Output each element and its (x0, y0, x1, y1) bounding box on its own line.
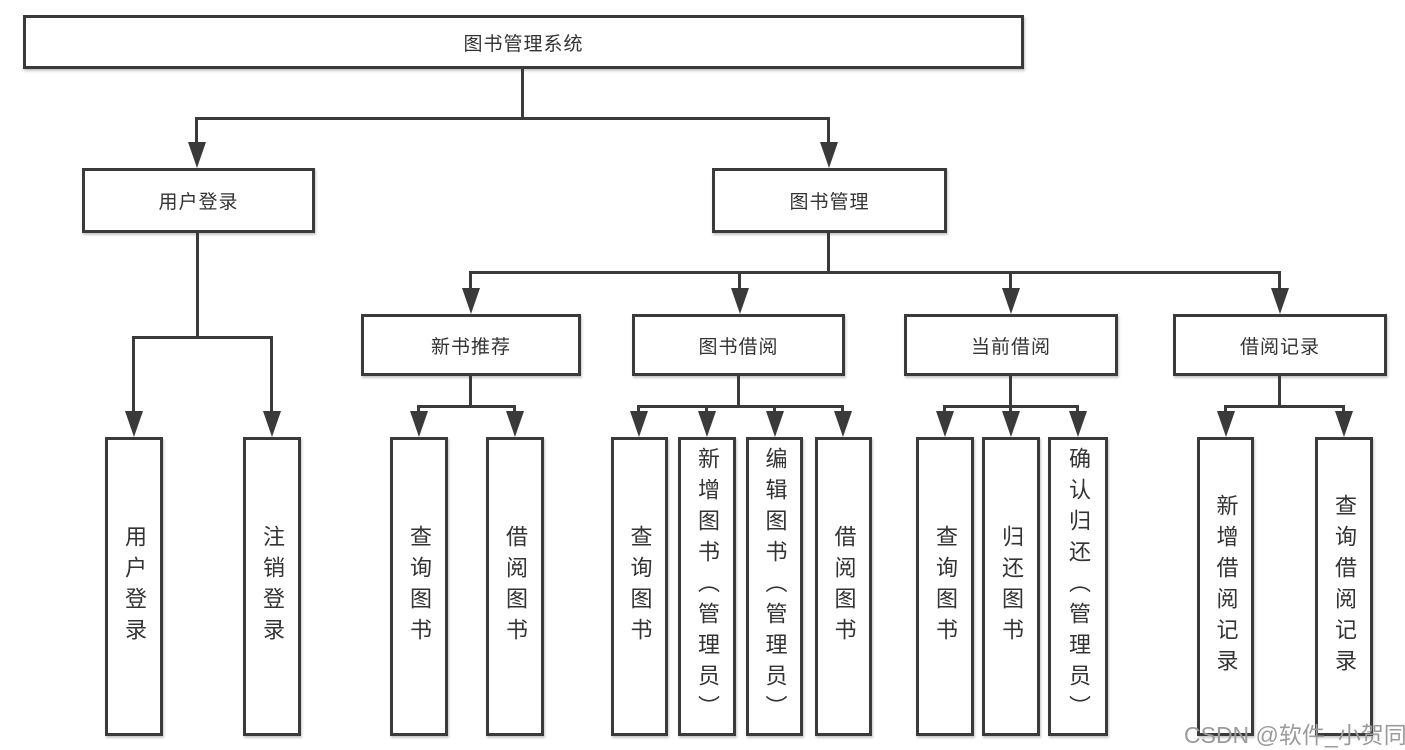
node-br-add-record: 新增借阅记录 (1197, 437, 1254, 736)
node-book-borrow: 图书借阅 (632, 314, 845, 376)
node-book-mgmt: 图书管理 (712, 168, 947, 233)
arrow-down-icon (630, 411, 648, 437)
connector-cb-bar (945, 405, 1079, 408)
node-book-borrow-label: 图书借阅 (698, 336, 779, 358)
arrow-down-icon (766, 411, 784, 437)
node-bb-add-book: 新增图书（管理员） (678, 437, 736, 736)
node-bb-edit-book: 编辑图书（管理员） (746, 437, 803, 736)
connector-nb-drop (417, 405, 420, 415)
node-user-login-label: 用户登录 (122, 524, 147, 649)
arrow-down-icon (1069, 411, 1087, 437)
node-br-add-record-label: 新增借阅记录 (1213, 493, 1239, 680)
connector-root-right-drop (827, 117, 830, 145)
connector-mgmt-stem (827, 233, 830, 273)
node-cb-return-book-label: 归还图书 (999, 524, 1024, 649)
connector-br-stem (1278, 376, 1281, 407)
connector-br-bar (1226, 405, 1345, 408)
node-login-group-label: 用户登录 (158, 192, 239, 213)
arrow-down-icon (731, 288, 749, 314)
node-logout-login-label: 注销登录 (260, 524, 285, 649)
node-root: 图书管理系统 (23, 15, 1024, 69)
node-login-group: 用户登录 (82, 168, 315, 233)
connector-cb-drop (1009, 405, 1012, 415)
connector-mgmt-drop (469, 271, 472, 291)
connector-bb-drop (705, 405, 708, 415)
connector-nb-drop (513, 405, 516, 415)
node-cb-confirm-return-label: 确认归还（管理员） (1066, 447, 1091, 726)
node-borrow-record-label: 借阅记录 (1239, 336, 1320, 358)
node-nb-query-book: 查询图书 (390, 437, 448, 736)
node-cb-query-book: 查询图书 (916, 437, 974, 736)
connector-login-left-drop (132, 336, 135, 413)
arrow-down-icon (1335, 411, 1353, 437)
connector-root-bar (197, 117, 830, 120)
node-cb-query-book-label: 查询图书 (933, 524, 958, 649)
node-borrow-record: 借阅记录 (1173, 314, 1387, 376)
node-nb-borrow-book-label: 借阅图书 (503, 524, 528, 649)
connector-br-drop (1342, 405, 1345, 415)
arrow-down-icon (1217, 411, 1235, 437)
node-br-query-record: 查询借阅记录 (1315, 437, 1373, 736)
connector-root-left-drop (195, 117, 198, 145)
arrow-down-icon (1002, 288, 1020, 314)
node-bb-query-book: 查询图书 (611, 437, 668, 736)
connector-mgmt-drop (738, 271, 741, 291)
connector-mgmt-drop (1278, 271, 1281, 291)
arrow-down-icon (820, 142, 838, 168)
node-new-book-rec-label: 新书推荐 (430, 336, 511, 358)
node-bb-borrow-book-label: 借阅图书 (831, 524, 857, 649)
csdn-watermark: CSDN @软件_小贺同学 (1184, 722, 1405, 748)
connector-cb-drop (943, 405, 946, 415)
arrow-down-icon (263, 411, 281, 437)
node-current-borrow: 当前借阅 (904, 314, 1118, 376)
arrow-down-icon (936, 411, 954, 437)
node-bb-borrow-book: 借阅图书 (815, 437, 872, 736)
node-user-login: 用户登录 (105, 437, 163, 736)
node-bb-query-book-label: 查询图书 (627, 524, 653, 649)
connector-login-stem (196, 233, 199, 338)
arrow-down-icon (462, 288, 480, 314)
node-book-mgmt-label: 图书管理 (789, 192, 870, 213)
node-nb-query-book-label: 查询图书 (407, 524, 432, 649)
arrow-down-icon (1002, 411, 1020, 437)
connector-bb-drop (773, 405, 776, 415)
connector-bb-drop (841, 405, 844, 415)
node-cb-return-book: 归还图书 (982, 437, 1040, 736)
connector-login-bar (134, 336, 273, 339)
connector-login-right-drop (270, 336, 273, 413)
connector-cb-stem (1009, 376, 1012, 407)
connector-bb-bar (639, 405, 844, 408)
arrow-down-icon (834, 411, 852, 437)
connector-br-drop (1224, 405, 1227, 415)
arrow-down-icon (506, 411, 524, 437)
connector-mgmt-drop (1009, 271, 1012, 291)
arrow-down-icon (1271, 288, 1289, 314)
node-bb-add-book-label: 新增图书（管理员） (695, 447, 720, 726)
node-root-label: 图书管理系统 (463, 33, 584, 55)
node-br-query-record-label: 查询借阅记录 (1332, 493, 1357, 680)
node-nb-borrow-book: 借阅图书 (486, 437, 544, 736)
arrow-down-icon (188, 142, 206, 168)
arrow-down-icon (410, 411, 428, 437)
node-new-book-rec: 新书推荐 (361, 314, 581, 376)
connector-root-stem (521, 69, 524, 119)
arrow-down-icon (125, 411, 143, 437)
connector-cb-drop (1076, 405, 1079, 415)
arrow-down-icon (698, 411, 716, 437)
connector-nb-bar (419, 405, 516, 408)
connector-bb-stem (737, 376, 740, 407)
node-logout-login: 注销登录 (243, 437, 301, 736)
node-bb-edit-book-label: 编辑图书（管理员） (762, 447, 788, 726)
node-current-borrow-label: 当前借阅 (970, 336, 1051, 358)
connector-bb-drop (637, 405, 640, 415)
connector-mgmt-bar (471, 271, 1281, 274)
connector-nb-stem (469, 376, 472, 407)
node-cb-confirm-return: 确认归还（管理员） (1048, 437, 1108, 736)
